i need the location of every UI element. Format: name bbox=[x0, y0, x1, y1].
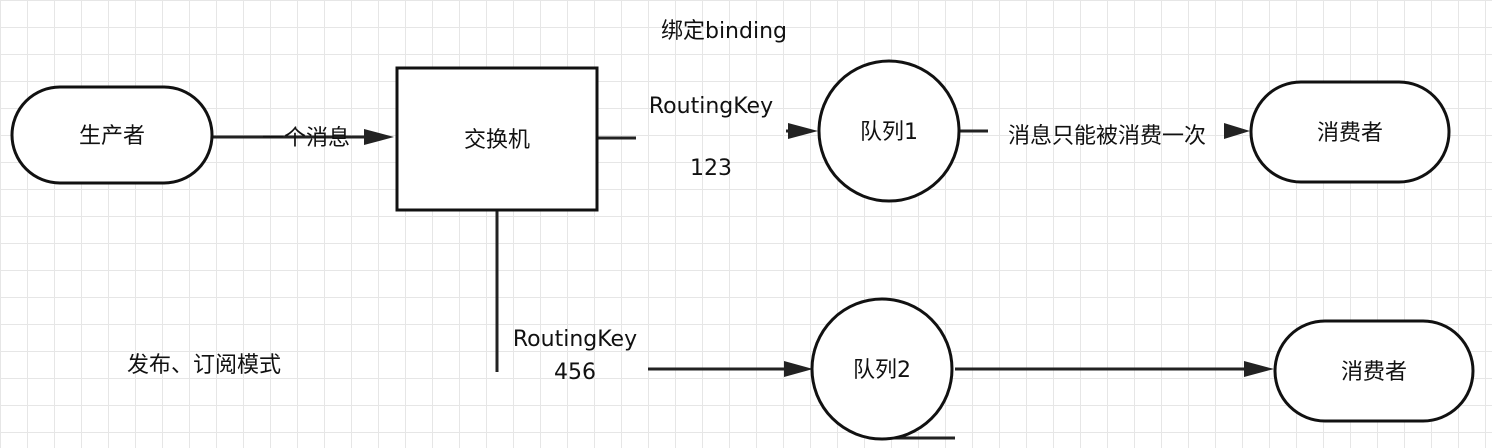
routing-key-1-value: 123 bbox=[690, 156, 732, 181]
consumer1-label: 消费者 bbox=[1317, 121, 1383, 146]
edge-label-consume-once: 消息只能被消费一次 bbox=[1008, 124, 1206, 149]
binding-title: 绑定binding bbox=[661, 19, 787, 44]
queue2-node bbox=[810, 297, 954, 441]
consumer1-node bbox=[1249, 80, 1451, 184]
routing-key-1-name: RoutingKey bbox=[649, 94, 773, 119]
routing-key-2-name: RoutingKey bbox=[513, 327, 637, 352]
queue1-label: 队列1 bbox=[860, 120, 918, 145]
arrow-head-queue1 bbox=[788, 123, 818, 139]
consumer2-node bbox=[1273, 319, 1475, 423]
consumer2-label: 消费者 bbox=[1341, 360, 1407, 385]
producer-label: 生产者 bbox=[79, 124, 145, 149]
edge-label-one-message: 一个消息 bbox=[262, 126, 350, 151]
arrow-head-consumer1 bbox=[1224, 123, 1250, 139]
queue2-label: 队列2 bbox=[853, 358, 911, 383]
routing-key-2-value: 456 bbox=[554, 360, 596, 385]
arrow-head-consumer2 bbox=[1244, 361, 1274, 377]
diagram-caption: 发布、订阅模式 bbox=[127, 353, 281, 378]
producer-node bbox=[10, 85, 214, 185]
arrow-head-queue2 bbox=[784, 361, 813, 377]
exchange-label: 交换机 bbox=[464, 128, 530, 153]
queue1-node bbox=[817, 59, 961, 203]
exchange-node bbox=[395, 66, 599, 212]
arrow-head-exchange bbox=[364, 129, 394, 145]
